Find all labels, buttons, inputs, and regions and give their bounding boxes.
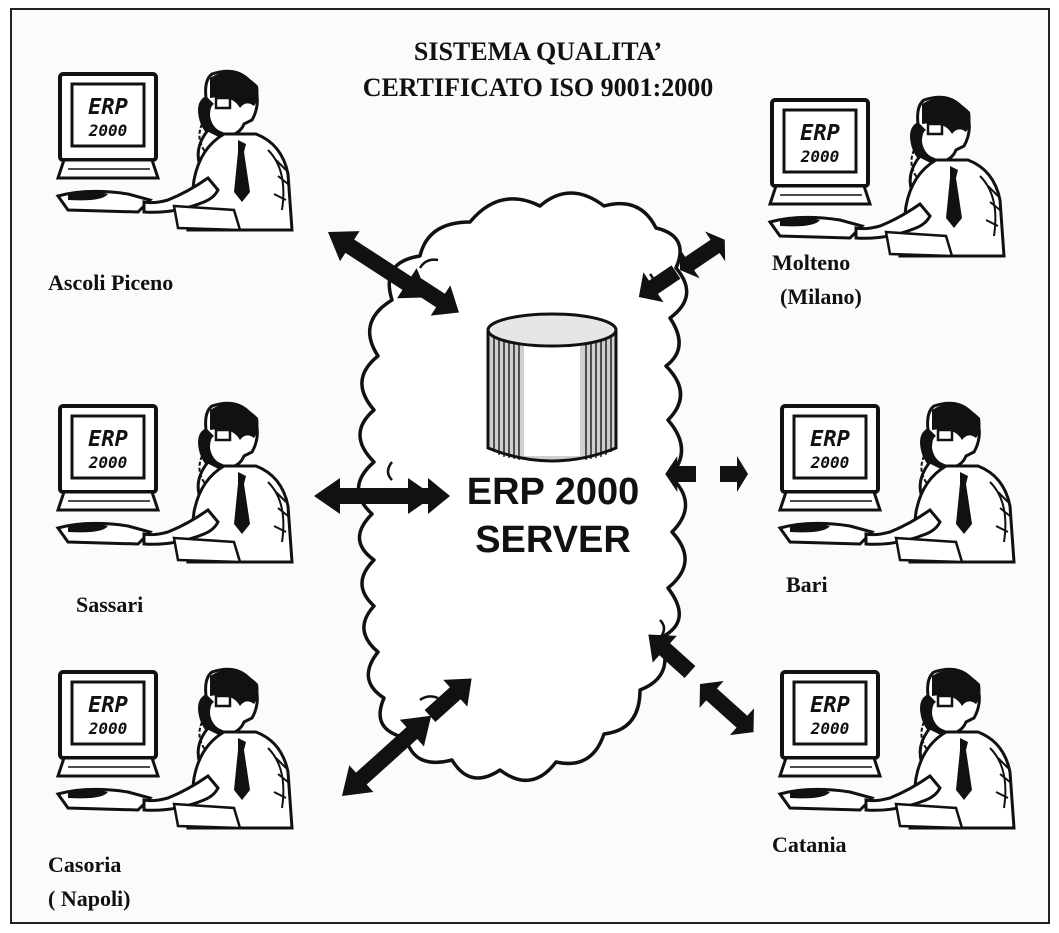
workstation-ascoli-piceno: ERP 2000 xyxy=(56,69,294,232)
title-line-2: CERTIFICATO ISO 9001:2000 xyxy=(363,73,714,102)
workstation-bari: ERP 2000 xyxy=(778,401,1016,564)
server-label-line-1: ERP 2000 xyxy=(467,471,640,513)
screen-erp-label: ERP xyxy=(800,121,840,146)
arrow-bari-out xyxy=(720,456,748,492)
workstation-catania: ERP 2000 xyxy=(778,667,1016,830)
screen-year-label: 2000 xyxy=(810,453,850,472)
screen-year-label: 2000 xyxy=(88,121,128,140)
site-label-sassari: Sassari xyxy=(76,592,143,617)
workstation-molteno: ERP 2000 xyxy=(768,95,1006,258)
screen-erp-label: ERP xyxy=(88,693,128,718)
screen-year-label: 2000 xyxy=(88,719,128,738)
workstation-casoria: ERP 2000 xyxy=(56,667,294,830)
arrow-catania-double xyxy=(687,670,766,746)
site-label-catania: Catania xyxy=(772,832,847,857)
screen-erp-label: ERP xyxy=(88,427,128,452)
screen-erp-label: ERP xyxy=(810,427,850,452)
screen-year-label: 2000 xyxy=(88,453,128,472)
site-label-molteno: Molteno (Milano) xyxy=(772,250,862,309)
site-label-ascoli-piceno: Ascoli Piceno xyxy=(48,270,173,295)
screen-erp-label: ERP xyxy=(88,95,128,120)
screen-year-label: 2000 xyxy=(810,719,850,738)
workstation-sassari: ERP 2000 xyxy=(56,401,294,564)
screen-year-label: 2000 xyxy=(800,147,840,166)
site-label-bari: Bari xyxy=(786,572,828,597)
server-label-line-2: SERVER xyxy=(475,519,631,561)
screen-erp-label: ERP xyxy=(810,693,850,718)
site-label-casoria: Casoria ( Napoli) xyxy=(48,852,131,911)
database-cylinder-icon xyxy=(486,312,618,463)
title-line-1: SISTEMA QUALITA’ xyxy=(414,37,662,66)
